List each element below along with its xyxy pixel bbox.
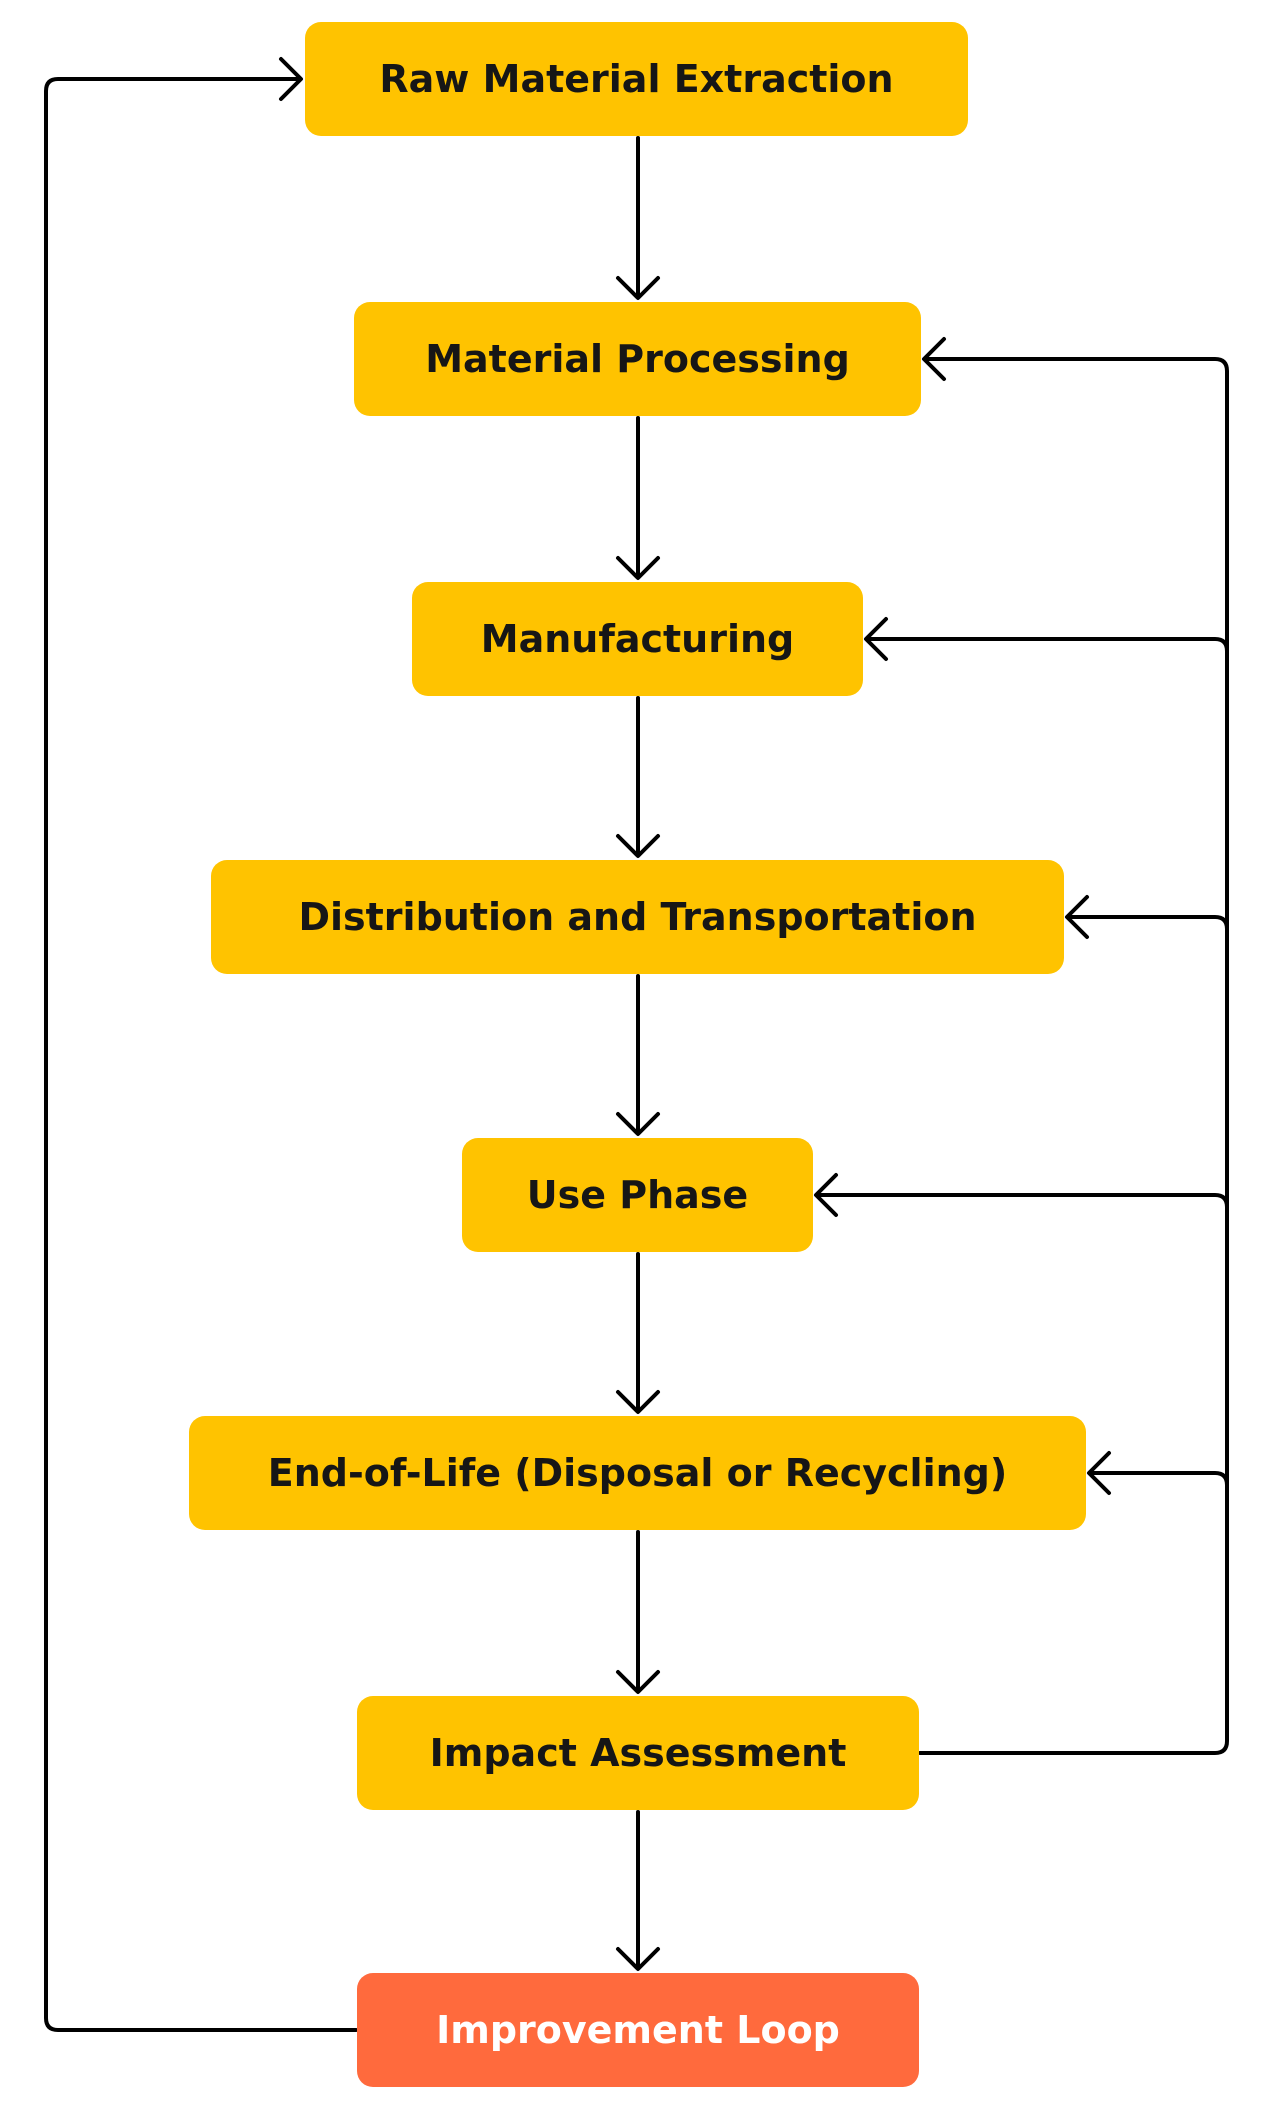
- arrowhead-left-distribution: [1065, 895, 1089, 939]
- arrowhead-left-manufacturing: [864, 617, 888, 661]
- node-improvement-loop: Improvement Loop: [357, 1973, 919, 2087]
- node-distribution-and-transportation: Distribution and Transportation: [211, 860, 1064, 974]
- node-label: Material Processing: [425, 337, 850, 381]
- node-label: Raw Material Extraction: [379, 57, 894, 101]
- node-end-of-life: End-of-Life (Disposal or Recycling): [189, 1416, 1086, 1530]
- node-label: End-of-Life (Disposal or Recycling): [267, 1451, 1008, 1495]
- edge-feedback-to-end-of-life: [1089, 1471, 1229, 1487]
- node-material-processing: Material Processing: [354, 302, 921, 416]
- arrowhead-down-impact: [616, 1670, 660, 1694]
- arrowhead-down-processing: [616, 276, 660, 300]
- node-raw-material-extraction: Raw Material Extraction: [305, 22, 968, 136]
- edge-feedback-to-manufacturing: [866, 637, 1229, 653]
- edge-improvement-to-raw: [44, 77, 358, 2032]
- node-label: Improvement Loop: [436, 2008, 840, 2052]
- arrowhead-down-distribution: [616, 834, 660, 858]
- arrowhead-left-end-of-life: [1087, 1451, 1111, 1495]
- arrowhead-down-improvement: [616, 1947, 660, 1971]
- arrowhead-down-use: [616, 1112, 660, 1136]
- node-label: Impact Assessment: [429, 1731, 847, 1775]
- arrowhead-left-processing: [922, 337, 946, 381]
- node-use-phase: Use Phase: [462, 1138, 813, 1252]
- edge-feedback-to-use-phase: [816, 1193, 1229, 1209]
- node-manufacturing: Manufacturing: [412, 582, 863, 696]
- edge-impact-feedback-trunk: [918, 357, 1229, 1755]
- arrowhead-down-manufacturing: [616, 556, 660, 580]
- arrowhead-down-end-of-life: [616, 1390, 660, 1414]
- node-label: Distribution and Transportation: [298, 895, 977, 939]
- edge-feedback-to-distribution: [1067, 915, 1229, 931]
- arrowhead-left-use-phase: [814, 1173, 838, 1217]
- node-label: Use Phase: [526, 1173, 749, 1217]
- arrowhead-right-raw: [279, 57, 303, 101]
- node-impact-assessment: Impact Assessment: [357, 1696, 919, 1810]
- node-label: Manufacturing: [480, 617, 795, 661]
